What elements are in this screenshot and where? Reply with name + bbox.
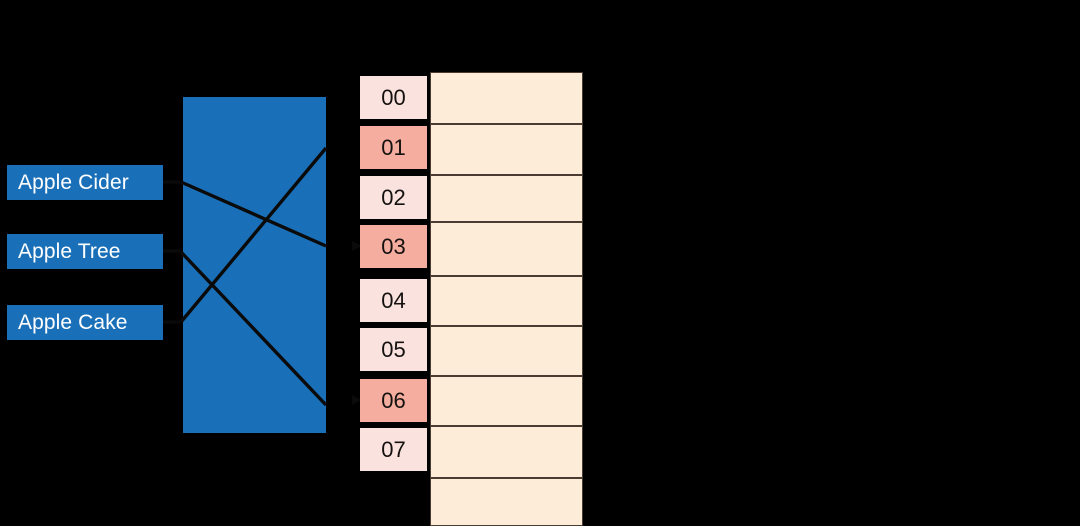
bucket-cell[interactable] xyxy=(430,222,583,276)
index-cell-04[interactable]: 04 xyxy=(360,279,427,322)
key-label-apple-cider[interactable]: Apple Cider xyxy=(7,165,163,200)
bucket-cell[interactable] xyxy=(430,175,583,222)
index-cell-00[interactable]: 00 xyxy=(360,76,427,119)
index-cell-01[interactable]: 01 xyxy=(360,126,427,169)
bucket-cell[interactable] xyxy=(430,124,583,175)
hash-function-box xyxy=(183,97,326,433)
bucket-cell[interactable] xyxy=(430,478,583,526)
key-label-apple-cake[interactable]: Apple Cake xyxy=(7,305,163,340)
bucket-cell[interactable] xyxy=(430,276,583,326)
index-cell-03[interactable]: 03 xyxy=(360,225,427,268)
bucket-cell[interactable] xyxy=(430,426,583,478)
key-label-apple-tree[interactable]: Apple Tree xyxy=(7,234,163,269)
bucket-cell[interactable] xyxy=(430,376,583,426)
bucket-cell[interactable] xyxy=(430,326,583,376)
index-cell-05[interactable]: 05 xyxy=(360,328,427,371)
index-cell-02[interactable]: 02 xyxy=(360,176,427,219)
bucket-cell[interactable] xyxy=(430,72,583,124)
index-cell-07[interactable]: 07 xyxy=(360,428,427,471)
index-cell-06[interactable]: 06 xyxy=(360,379,427,422)
